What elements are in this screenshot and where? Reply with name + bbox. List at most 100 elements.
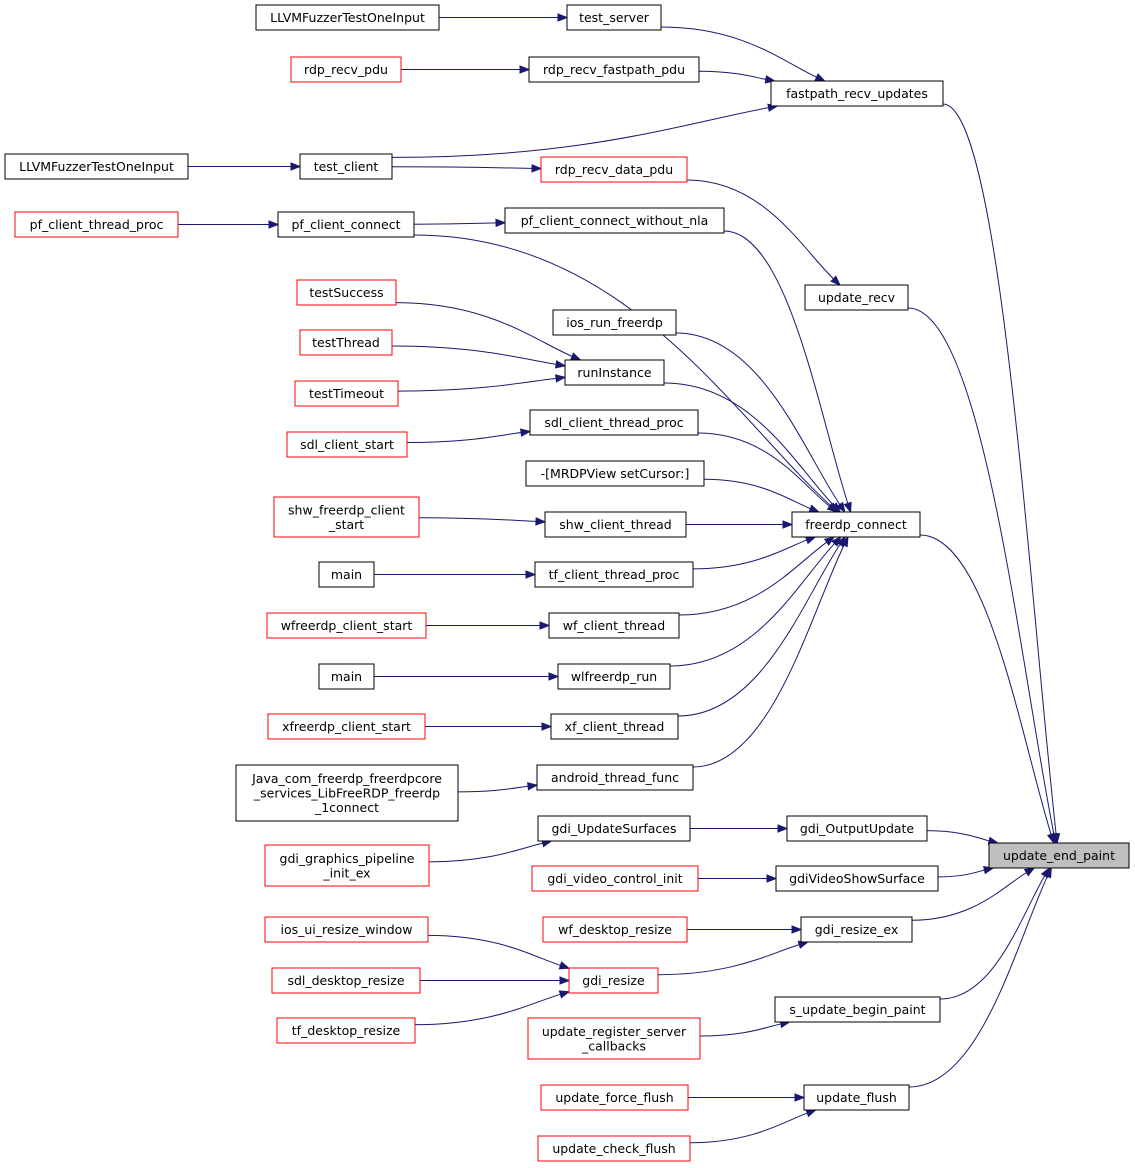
node-main1[interactable]: main [318,561,375,588]
node-gus[interactable]: gdi_UpdateSurfaces [537,815,691,842]
node-tto[interactable]: testTimeout [294,380,399,407]
edge-line [926,830,990,842]
node-gre[interactable]: gdi_resize_ex [800,916,913,943]
node-box [273,496,420,538]
node-label: pf_client_thread_proc [30,217,164,232]
node-box [544,511,687,538]
node-label: _init_ex [322,865,370,880]
node-ri[interactable]: runInstance [564,359,665,386]
node-box [235,764,459,822]
node-gvss[interactable]: gdiVideoShowSurface [775,865,939,892]
node-label: freerdp_connect [805,517,907,532]
node-ur[interactable]: update_recv [804,284,909,311]
node-sub[interactable]: s_update_begin_paint [774,996,941,1023]
edge-arrowhead [1043,866,1052,879]
edges-layer [178,13,1061,1144]
edge-pcc-to-pccwn [413,218,507,228]
node-box [531,865,699,892]
edge-arrowhead [1023,867,1036,877]
edge-arrowhead [814,73,827,82]
node-gou[interactable]: gdi_OutputUpdate [786,815,928,842]
edge-gre-to-uep [911,867,1036,921]
node-ggpi[interactable]: gdi_graphics_pipeline_init_ex [264,844,430,887]
node-tfdr[interactable]: tf_desktop_resize [276,1017,416,1044]
node-uff[interactable]: update_force_flush [540,1084,689,1111]
edge-line [391,345,557,365]
node-shwct[interactable]: shw_client_thread [544,511,687,538]
node-wlr[interactable]: wlfreerdp_run [557,663,671,690]
node-mrdp[interactable]: -[MRDPView setCursor:] [525,460,705,487]
node-pcc[interactable]: pf_client_connect [277,211,415,238]
node-tsu[interactable]: testSuccess [296,279,397,306]
node-rrp[interactable]: rdp_recv_pdu [290,56,402,83]
node-xfct[interactable]: xf_client_thread [550,713,679,740]
edge-java-to-atf [457,782,539,793]
node-wfct[interactable]: wf_client_thread [548,612,680,639]
edge-arrowhead [290,162,302,171]
node-lft2[interactable]: LLVMFuzzerTestOneInput [4,153,189,180]
node-fru[interactable]: fastpath_recv_updates [770,80,944,107]
edge-line [397,377,557,392]
edge-line [391,166,533,169]
node-gvci[interactable]: gdi_video_control_init [531,865,699,892]
node-lft1[interactable]: LLVMFuzzerTestOneInput [255,4,440,31]
edge-line [663,382,835,506]
node-label: xfreerdp_client_start [282,719,411,734]
edge-gvss-to-uep [937,865,995,878]
node-sdlcs[interactable]: sdl_client_start [286,431,408,458]
node-tth[interactable]: testThread [299,329,393,356]
node-wfdr[interactable]: wf_desktop_resize [542,916,688,943]
node-tfctp[interactable]: tf_client_thread_proc [534,561,694,588]
node-box [296,279,397,306]
node-box [264,844,430,887]
edge-gr-to-gre [657,940,810,976]
node-sdldr[interactable]: sdl_desktop_resize [271,967,421,994]
node-pccwn[interactable]: pf_client_connect_without_nla [504,207,725,234]
node-label: update_flush [816,1090,897,1105]
node-atf[interactable]: android_thread_func [536,764,694,791]
edge-arrowhead [791,925,803,934]
node-label: pf_client_connect_without_nla [521,213,709,228]
edge-arrowhead [535,517,547,526]
node-label: s_update_begin_paint [789,1002,925,1017]
node-label: wf_client_thread [563,618,665,633]
edge-line [699,1023,781,1037]
edge-line [692,544,845,768]
node-wfcs[interactable]: wfreerdp_client_start [266,612,427,639]
node-box [271,967,421,994]
node-xfcs[interactable]: xfreerdp_client_start [267,713,426,740]
node-uf[interactable]: update_flush [803,1084,910,1111]
node-box [791,511,921,538]
node-label: Java_com_freerdp_freerdpcore [251,771,442,786]
node-shwfcs[interactable]: shw_freerdp_client_start [273,496,420,538]
node-rrdp[interactable]: rdp_recv_data_pdu [540,156,688,183]
node-label: android_thread_func [551,770,679,785]
node-fc[interactable]: freerdp_connect [791,511,921,538]
node-urs[interactable]: update_register_server_callbacks [527,1017,701,1060]
node-main2[interactable]: main [318,663,375,690]
node-rrfp[interactable]: rdp_recv_fastpath_pdu [528,56,700,83]
node-sdlctp[interactable]: sdl_client_thread_proc [529,409,699,436]
node-label: LLVMFuzzerTestOneInput [19,159,174,174]
node-ts[interactable]: test_server [566,4,662,31]
node-box [803,1084,910,1111]
node-iurw[interactable]: ios_ui_resize_window [264,916,429,943]
edge-tth-to-ri [391,345,567,369]
edge-pctp-to-pcc [178,220,280,229]
node-label: tf_desktop_resize [292,1023,401,1038]
node-tc[interactable]: test_client [299,153,393,180]
edge-arrowhead [558,961,571,970]
node-pctp[interactable]: pf_client_thread_proc [14,211,179,238]
edge-line [657,944,800,976]
node-label: rdp_recv_fastpath_pdu [543,62,685,77]
node-gr[interactable]: gdi_resize [568,967,659,994]
node-label: xf_client_thread [565,719,665,734]
node-label: -[MRDPView setCursor:] [541,466,690,481]
node-label: _1connect [314,800,379,815]
node-java[interactable]: Java_com_freerdp_freerdpcore_services_Li… [235,764,459,822]
node-irf[interactable]: ios_run_freerdp [552,309,677,336]
node-box [537,815,691,842]
node-uep[interactable]: update_end_paint [988,842,1130,869]
node-ucf[interactable]: update_check_flush [537,1135,691,1162]
